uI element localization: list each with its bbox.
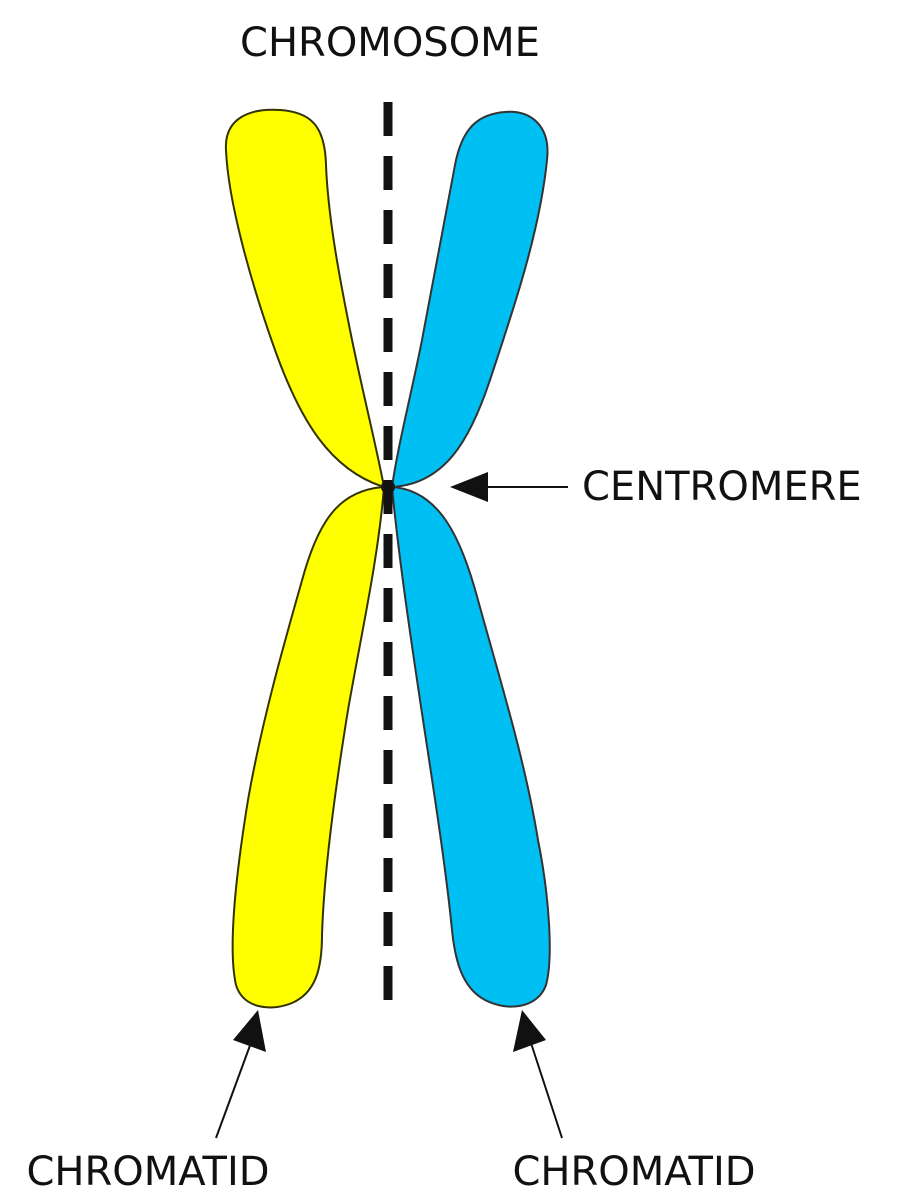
centromere-arrowhead <box>450 472 488 502</box>
left-chromatid-lower-arm <box>231 485 386 1009</box>
right-chromatid-upper-arm <box>390 110 549 489</box>
right-chromatid-lower-arm <box>390 485 551 1008</box>
left-chromatid-upper-arm <box>224 108 386 489</box>
right-chromatid-arrowhead <box>513 1010 546 1052</box>
left-chromatid-label: CHROMATID <box>26 1149 269 1195</box>
right-chromatid-label: CHROMATID <box>512 1149 755 1195</box>
left-chromatid-arrowhead <box>233 1010 266 1052</box>
diagram-title: CHROMOSOME <box>240 20 540 66</box>
right-chromatid-pointer-line <box>529 1039 563 1139</box>
centromere-label: CENTROMERE <box>582 464 862 510</box>
left-chromatid-pointer-line <box>215 1039 253 1139</box>
